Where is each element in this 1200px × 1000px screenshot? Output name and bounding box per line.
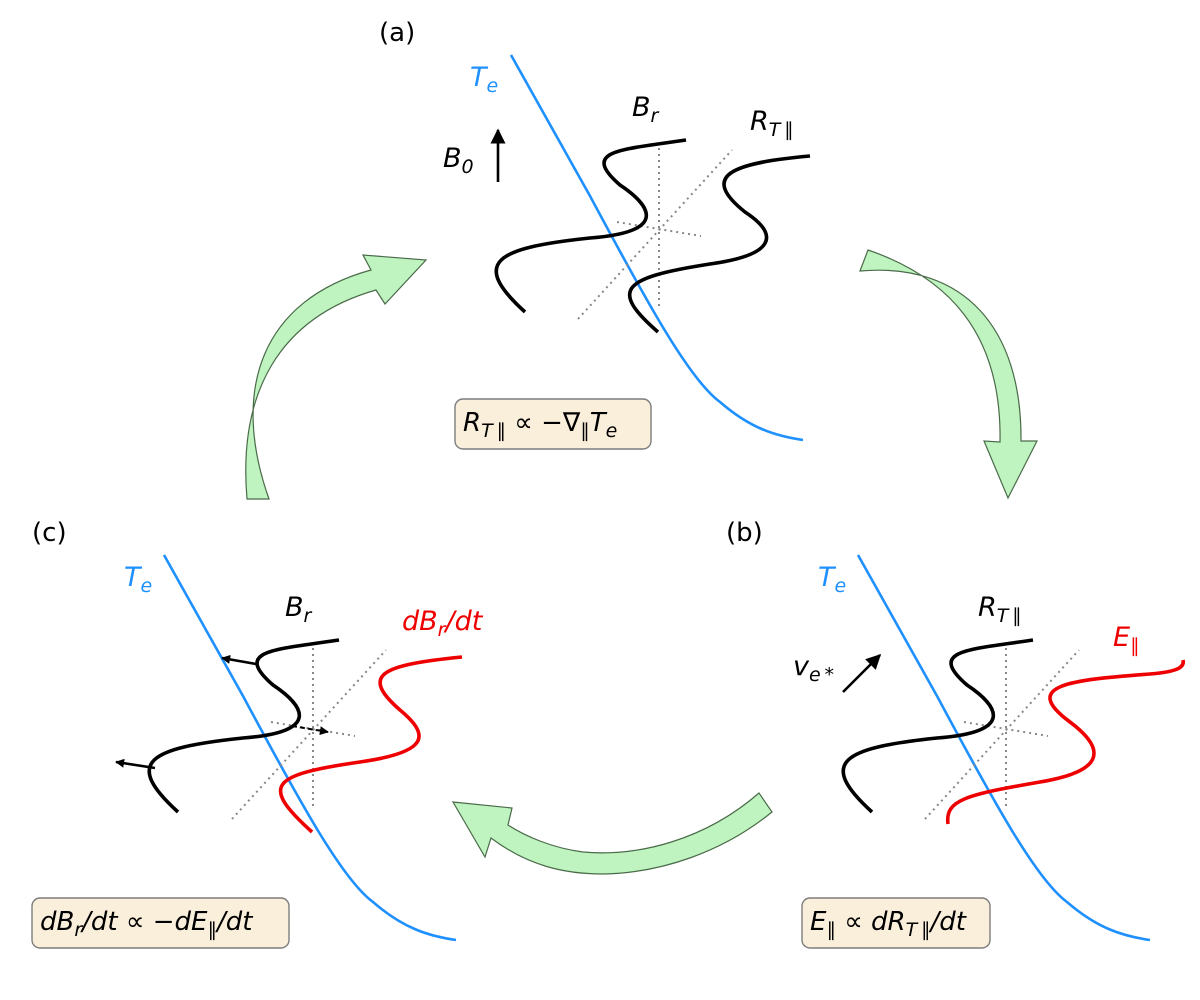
panel-c-tag: (c) xyxy=(32,518,67,548)
rt-label-a: RT ∥ xyxy=(750,106,794,141)
br-wave-c xyxy=(147,638,340,814)
guide-horizontal-a xyxy=(616,221,702,237)
rt-wave-a xyxy=(627,154,811,334)
b0-label: B0 xyxy=(443,143,474,178)
formula-box-c xyxy=(31,897,290,949)
formula-box-b xyxy=(801,897,991,949)
epar-wave-b xyxy=(945,659,1185,825)
guide-diagonal-b xyxy=(924,649,1080,820)
ve-arrow xyxy=(842,653,882,693)
cycle-arrow-c-to-a xyxy=(245,254,428,500)
guide-diagonal-c xyxy=(231,649,387,820)
panel-a: (a) Te B0 Br RT ∥ RT ∥ ∝ −∇∥Te xyxy=(379,18,811,450)
formula-box-a xyxy=(454,398,652,450)
guide-horizontal-b xyxy=(963,721,1049,737)
cycle-arrow-b-to-c xyxy=(451,792,773,875)
formula-c: dBr/dt ∝ −dE∥/dt xyxy=(40,907,253,941)
te-label-c: Te xyxy=(124,562,152,597)
cycle-arrow-a-to-b xyxy=(859,249,1038,500)
panel-b-tag: (b) xyxy=(726,518,763,548)
dbr-label-c: dBr/dt xyxy=(402,606,484,641)
te-profile-c xyxy=(162,554,457,942)
br-label-a: Br xyxy=(632,92,660,127)
te-label-a: Te xyxy=(470,62,498,97)
panel-c: (c) Te Br dBr/dt dBr/dt ∝ −dE∥/dt xyxy=(31,518,484,949)
te-profile-a xyxy=(509,54,804,442)
panel-a-tag: (a) xyxy=(379,18,415,48)
panel-b: (b) Te ve * RT ∥ E∥ E∥ ∝ dRT ∥/dt xyxy=(726,518,1185,949)
br-wave-a xyxy=(494,138,687,314)
te-label-b: Te xyxy=(818,562,846,597)
rt-label-b: RT ∥ xyxy=(978,592,1022,627)
displacement-arrow-lower xyxy=(115,758,156,770)
guide-diagonal-a xyxy=(577,149,733,320)
formula-b: E∥ ∝ dRT ∥/dt xyxy=(810,907,967,941)
te-profile-b xyxy=(856,554,1151,942)
ve-label: ve * xyxy=(793,651,834,686)
epar-label-b: E∥ xyxy=(1113,622,1140,657)
formula-a: RT ∥ ∝ −∇∥Te xyxy=(463,408,617,442)
displacement-arrow-upper xyxy=(221,654,257,666)
guide-horizontal-c xyxy=(270,721,356,737)
br-label-c: Br xyxy=(285,592,313,627)
rt-wave-b xyxy=(841,638,1034,814)
displacement-arrow-center xyxy=(291,725,329,736)
dbr-wave-c xyxy=(278,655,463,834)
